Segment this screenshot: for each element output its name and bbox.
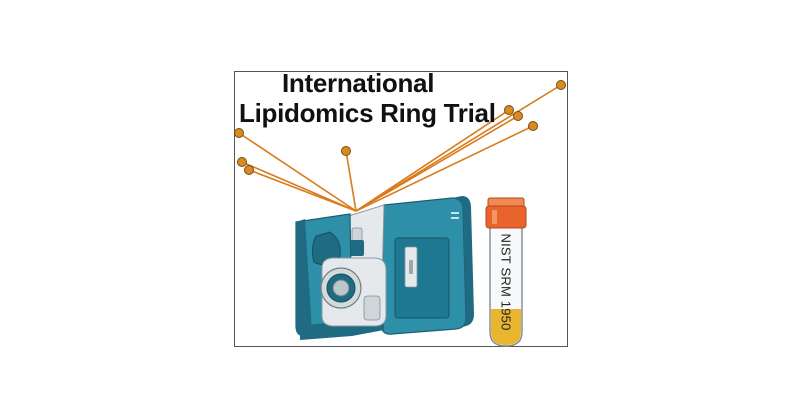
mass-spectrometer-icon — [295, 196, 474, 340]
network-line — [345, 150, 357, 212]
lab-node — [244, 165, 254, 175]
network-line — [355, 109, 510, 212]
lab-network-icon — [238, 84, 562, 212]
lab-node-group — [234, 80, 566, 175]
lab-node — [234, 128, 244, 138]
lab-node — [504, 105, 514, 115]
lab-node — [237, 157, 247, 167]
sample-tube-icon — [485, 197, 527, 347]
network-line — [248, 169, 357, 212]
figure-frame — [234, 71, 568, 347]
lab-node — [528, 121, 538, 131]
network-line — [355, 115, 519, 212]
lab-node — [513, 111, 523, 121]
network-line — [355, 84, 562, 212]
lab-node — [341, 146, 351, 156]
network-line — [241, 161, 357, 212]
title-line-2: Lipidomics Ring Trial — [239, 98, 496, 128]
network-line — [355, 125, 534, 212]
title-line-1: International — [282, 68, 435, 98]
network-line — [238, 132, 357, 212]
lab-node — [556, 80, 566, 90]
tube-label: NIST SRM 1950 — [498, 233, 514, 331]
